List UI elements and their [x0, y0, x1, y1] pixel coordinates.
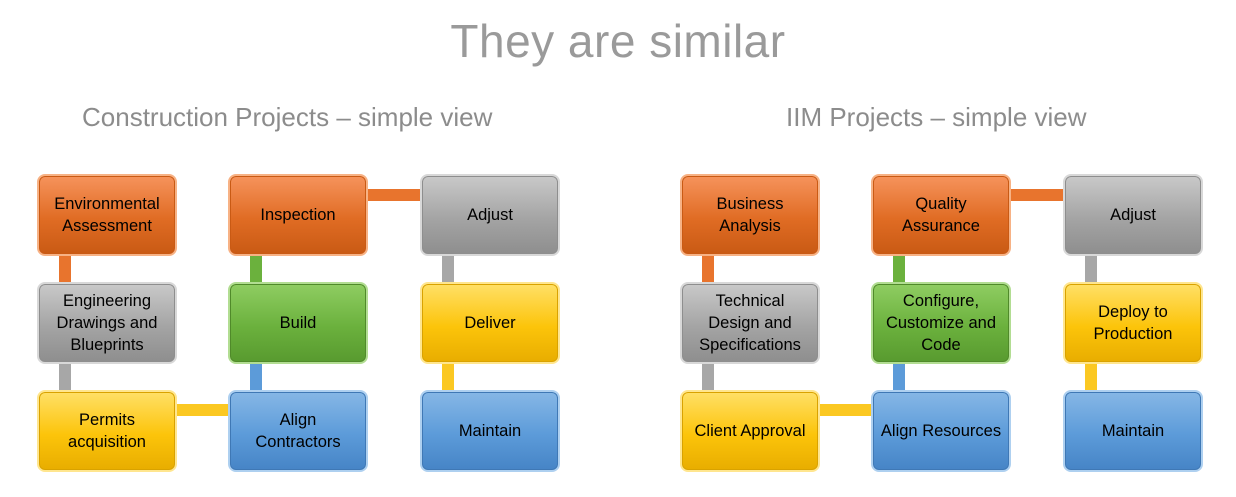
box-engineering-drawings: Engineering Drawings and Blueprints — [37, 282, 177, 364]
box-permits-acquisition: Permits acquisition — [37, 390, 177, 472]
box-label: Maintain — [458, 422, 522, 440]
box-label: Adjust — [467, 206, 513, 224]
box-label: Configure, Customize and Code — [885, 292, 997, 354]
connector-permits-to-align — [175, 404, 231, 416]
box-label: Client Approval — [694, 422, 806, 440]
connector-eng-to-permits — [59, 363, 71, 393]
connector-deploy-to-maintain — [1085, 363, 1097, 393]
connector-quality-to-adjust — [1009, 189, 1065, 201]
box-deliver: Deliver — [420, 282, 560, 364]
box-adjust: Adjust — [420, 174, 560, 256]
box-label: Environmental Assessment — [54, 195, 160, 235]
box-label: Align Resources — [880, 422, 1002, 440]
box-maintain: Maintain — [420, 390, 560, 472]
connector-technical-to-client — [702, 363, 714, 393]
box-label: Engineering Drawings and Blueprints — [56, 292, 158, 354]
connector-align-to-configure — [893, 363, 905, 393]
box-inspection: Inspection — [228, 174, 368, 256]
box-business-analysis: Business Analysis — [680, 174, 820, 256]
box-label: Adjust — [1110, 206, 1156, 224]
box-label: Inspection — [260, 206, 336, 224]
box-quality-assurance: Quality Assurance — [871, 174, 1011, 256]
box-configure-customize: Configure, Customize and Code — [871, 282, 1011, 364]
box-label: Business Analysis — [716, 195, 784, 235]
connector-client-to-align — [818, 404, 874, 416]
box-label: Build — [279, 314, 317, 332]
box-align-resources: Align Resources — [871, 390, 1011, 472]
box-deploy-to-production: Deploy to Production — [1063, 282, 1203, 364]
box-adjust: Adjust — [1063, 174, 1203, 256]
box-label: Quality Assurance — [902, 195, 980, 235]
connector-configure-to-quality — [893, 255, 905, 285]
page-title: They are similar — [450, 15, 786, 67]
box-label: Permits acquisition — [68, 411, 146, 451]
connector-env-to-eng — [59, 255, 71, 285]
box-label: Deliver — [464, 314, 516, 332]
box-label: Deploy to Production — [1093, 303, 1173, 343]
connector-deliver-to-maintain — [442, 363, 454, 393]
right-heading: IIM Projects – simple view — [786, 102, 1087, 132]
box-label: Align Contractors — [255, 411, 341, 451]
connector-adjust-to-deliver — [442, 255, 454, 285]
box-label: Technical Design and Specifications — [699, 292, 801, 354]
connector-inspection-to-adjust — [367, 189, 423, 201]
connector-align-to-build — [250, 363, 262, 393]
connector-build-to-inspection — [250, 255, 262, 285]
box-technical-design: Technical Design and Specifications — [680, 282, 820, 364]
box-label: Maintain — [1101, 422, 1165, 440]
left-heading: Construction Projects – simple view — [82, 102, 493, 132]
connector-adjust-to-deploy — [1085, 255, 1097, 285]
box-align-contractors: Align Contractors — [228, 390, 368, 472]
box-maintain: Maintain — [1063, 390, 1203, 472]
box-client-approval: Client Approval — [680, 390, 820, 472]
box-build: Build — [228, 282, 368, 364]
box-environmental-assessment: Environmental Assessment — [37, 174, 177, 256]
connector-business-to-technical — [702, 255, 714, 285]
